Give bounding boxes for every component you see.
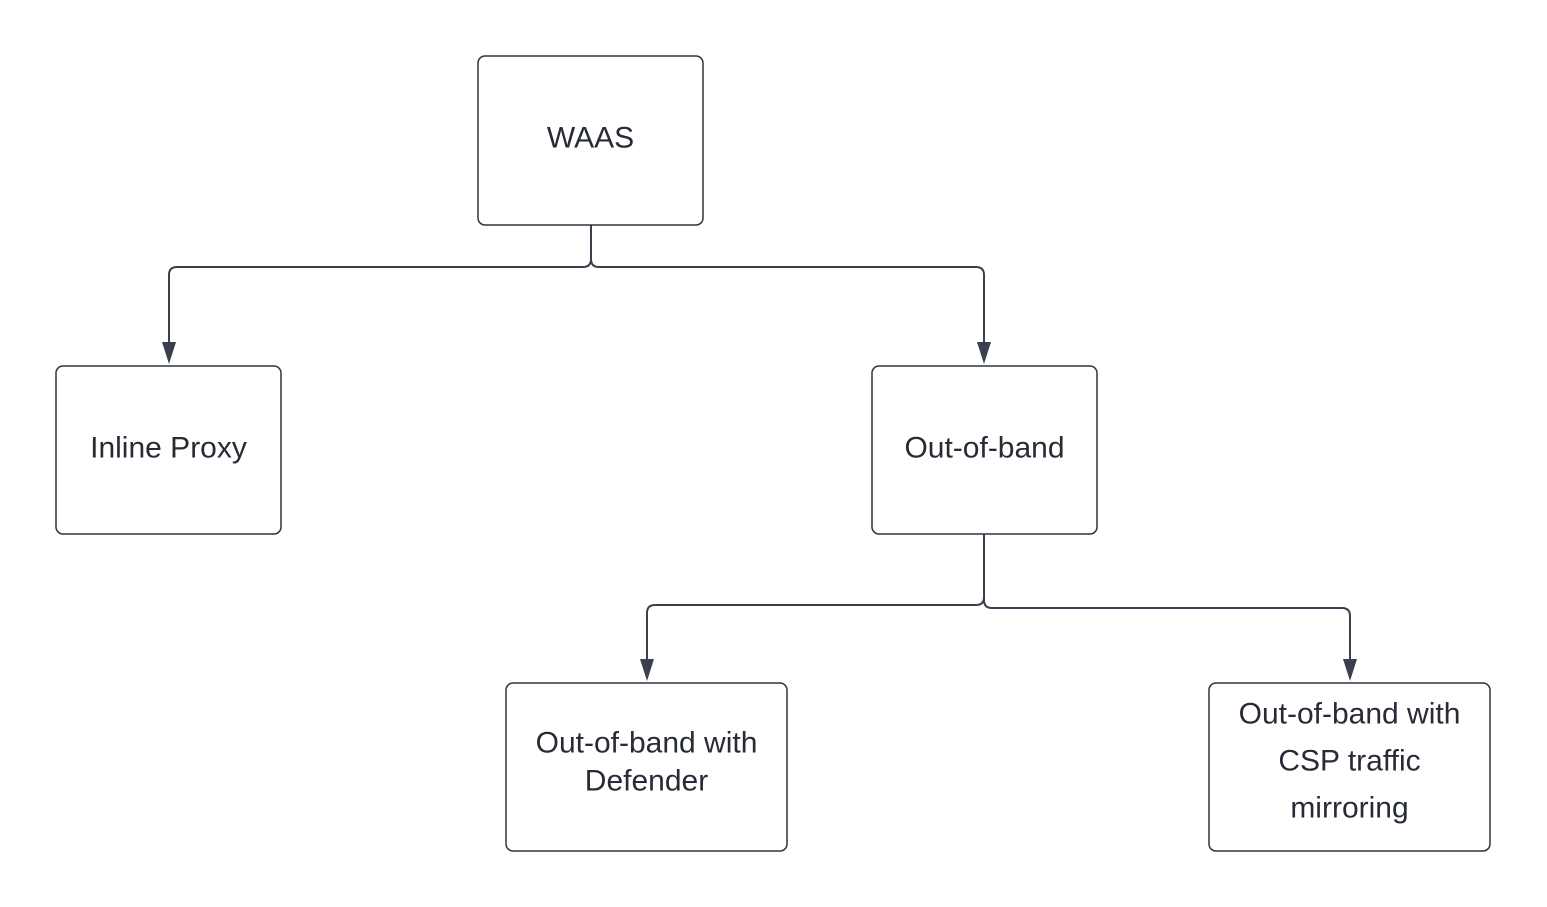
node-waas: WAAS bbox=[477, 55, 704, 226]
arrowhead-inline-proxy bbox=[162, 342, 176, 364]
node-label-inline-proxy: Inline Proxy bbox=[90, 432, 247, 465]
edges-layer bbox=[162, 225, 1357, 681]
arrowhead-out-of-band bbox=[977, 342, 991, 364]
arrowhead-oob-defender bbox=[640, 659, 654, 681]
node-label-oob-defender: Defender bbox=[585, 765, 708, 798]
node-out-of-band: Out-of-band bbox=[871, 365, 1098, 535]
node-label-oob-csp: Out-of-band with bbox=[1239, 698, 1461, 731]
node-inline-proxy: Inline Proxy bbox=[55, 365, 282, 535]
node-box-inline-proxy bbox=[55, 365, 282, 535]
node-label-oob-defender: Out-of-band with bbox=[536, 727, 758, 760]
node-label-waas: WAAS bbox=[547, 122, 634, 155]
node-box-out-of-band bbox=[871, 365, 1098, 535]
node-box-oob-csp bbox=[1208, 682, 1491, 852]
node-box-oob-defender bbox=[505, 682, 788, 852]
node-box-waas bbox=[477, 55, 704, 226]
node-label-oob-csp: CSP traffic bbox=[1278, 745, 1420, 778]
arrowhead-oob-csp bbox=[1343, 659, 1357, 681]
connector-out-of-band-to-oob-csp bbox=[983, 534, 1351, 659]
node-label-oob-csp: mirroring bbox=[1290, 792, 1408, 825]
connector-waas-to-out-of-band bbox=[590, 225, 985, 342]
connector-waas-to-inline-proxy bbox=[168, 225, 592, 342]
node-label-out-of-band: Out-of-band bbox=[904, 432, 1064, 465]
connector-out-of-band-to-oob-defender bbox=[646, 534, 985, 659]
